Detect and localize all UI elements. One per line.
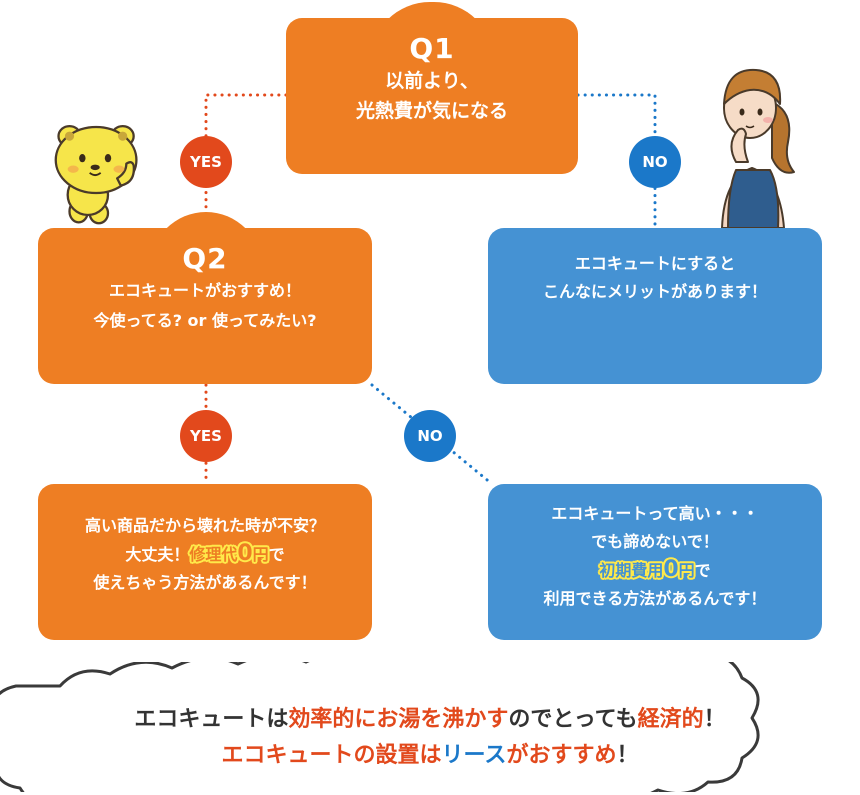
repair-highlight: 修理代 (189, 545, 238, 564)
repair-box: 高い商品だから壊れた時が不安？ 大丈夫！修理代0円で 使えちゃう方法があるんです… (38, 484, 372, 640)
q2-line1: エコキュートがおすすめ！ (108, 281, 301, 300)
repair-zero: 0 (237, 541, 253, 566)
summary-l2-a: エコキュートの設置は (221, 743, 442, 768)
initial-yen: 円 (678, 561, 695, 580)
summary-line1: エコキュートは効率的にお湯を沸かすのでとっても経済的！ (0, 702, 860, 738)
summary-l2-e: ！ (616, 743, 639, 768)
q1-no-badge: NO (629, 136, 681, 188)
repair-line1: 高い商品だから壊れた時が不安？ (84, 516, 325, 535)
initial-highlight: 初期費用 (599, 561, 664, 580)
initial-line3-post: で (694, 561, 711, 580)
q1-box: Q1 以前より、 光熱費が気になる (286, 18, 578, 174)
merit-line1: エコキュートにすると (574, 254, 736, 273)
initial-cost-box: エコキュートって高い・・・ でも諦めないで！ 初期費用0円で 利用できる方法があ… (488, 484, 822, 640)
summary-l2-d: おすすめ (528, 743, 617, 768)
summary-line2: エコキュートの設置はリースがおすすめ！ (0, 738, 860, 774)
q2-yes-badge: YES (180, 410, 232, 462)
initial-line1: エコキュートって高い・・・ (551, 504, 759, 523)
thinking-woman-icon (721, 68, 795, 228)
q2-line2: 今使ってる? or 使ってみたい? (93, 311, 317, 330)
initial-line4: 利用できる方法があるんです！ (543, 589, 767, 608)
summary-l1-a: エコキュートは (134, 707, 289, 732)
repair-line3: 使えちゃう方法があるんです！ (93, 573, 317, 592)
repair-line2: 大丈夫！修理代0円で (38, 540, 372, 569)
q1-title: Q1 (409, 32, 455, 65)
q2-no-badge: NO (404, 410, 456, 462)
summary-l2-c: が (506, 743, 529, 768)
merit-line2: こんなにメリットがあります！ (542, 282, 767, 301)
repair-line2-pre: 大丈夫！ (125, 545, 190, 564)
q1-no-connector (576, 93, 657, 230)
summary-l1-d: 経済的 (637, 707, 704, 732)
summary-l1-e: ！ (703, 707, 726, 732)
summary-l1-c: のでとっても (508, 707, 638, 732)
repair-line2-post: で (268, 545, 285, 564)
q1-yes-badge: YES (180, 136, 232, 188)
merit-box: エコキュートにすると こんなにメリットがあります！ (488, 228, 822, 384)
initial-line2: でも諦めないで！ (591, 532, 719, 551)
bear-mascot-icon (54, 124, 138, 225)
q1-line2: 光熱費が気になる (355, 100, 508, 122)
q2-box: Q2 エコキュートがおすすめ！ 今使ってる? or 使ってみたい? (38, 228, 372, 384)
q2-title: Q2 (182, 242, 228, 275)
summary-l1-b: 効率的にお湯を沸かす (288, 707, 509, 732)
initial-line3: 初期費用0円で (488, 556, 822, 585)
q1-line1: 以前より、 (385, 70, 479, 92)
summary-cloud (0, 662, 760, 792)
repair-yen: 円 (252, 545, 269, 564)
summary-l2-b: リース (441, 743, 507, 768)
initial-zero: 0 (663, 557, 679, 582)
